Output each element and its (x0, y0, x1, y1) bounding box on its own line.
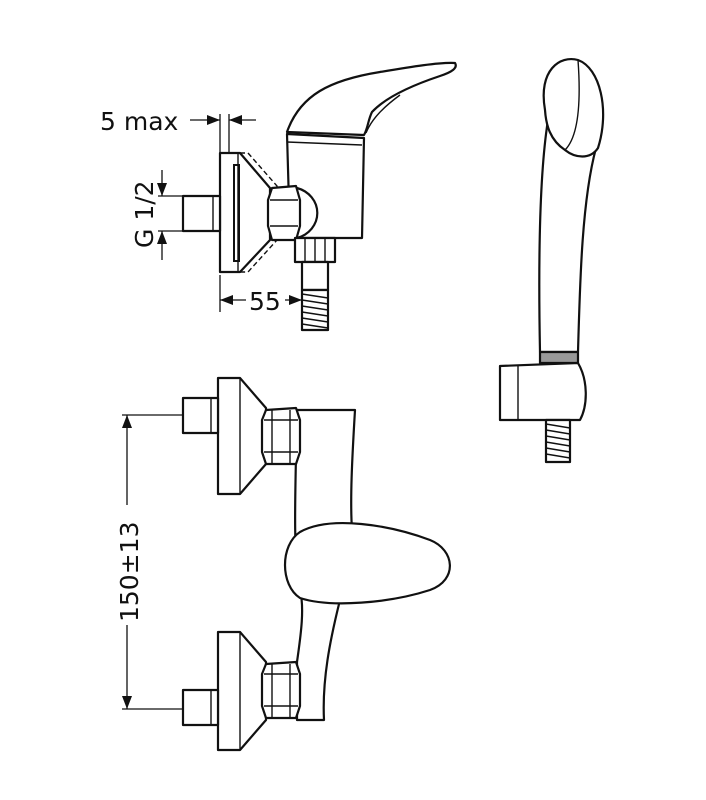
dimension-label-thread: G 1/2 (130, 180, 159, 248)
dimension-label-centre-distance: 150±13 (115, 522, 144, 622)
dimension-wall-gap: 5 max (100, 107, 256, 152)
front-upper-stub (181, 396, 220, 435)
front-lower-flange (216, 630, 268, 752)
shower-head (542, 58, 605, 158)
dimension-thread: G 1/2 (130, 170, 183, 260)
shower-holder (498, 361, 587, 422)
dimension-label-depth: 55 (249, 287, 281, 316)
dimension-depth: 55 (219, 275, 302, 316)
hand-shower (498, 58, 605, 464)
dimension-label-wall-gap: 5 max (100, 107, 178, 136)
front-lower-nut (260, 660, 302, 720)
side-flange (218, 151, 272, 274)
side-view: 5 max G 1/2 55 (100, 61, 457, 332)
front-upper-flange (216, 376, 268, 496)
side-nut (266, 184, 302, 242)
side-lever (285, 61, 457, 137)
front-upper-nut (260, 406, 302, 466)
dimension-centre-distance: 150±13 (115, 414, 183, 710)
side-inlet-stub (181, 194, 222, 233)
shower-hose (544, 418, 572, 464)
side-hose (300, 288, 330, 332)
front-lower-stub (181, 688, 220, 727)
front-lever (283, 522, 451, 605)
front-view: 150±13 (115, 376, 451, 752)
